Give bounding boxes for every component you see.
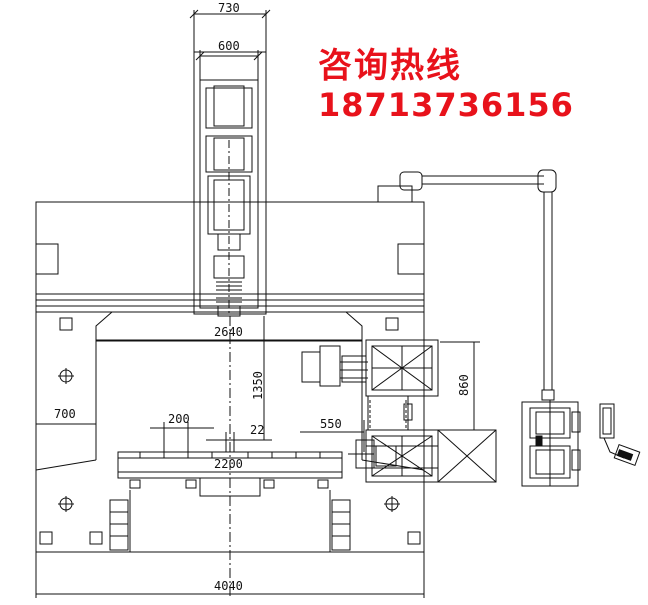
vertical-column (193, 51, 267, 317)
dim-550 (300, 420, 365, 452)
dim-22 (206, 432, 272, 452)
cable-pipe (399, 169, 557, 401)
dim-label-550: 550 (320, 417, 342, 431)
dim-label-600: 600 (218, 39, 240, 53)
dim-label-700: 700 (54, 407, 76, 421)
dim-label-2200: 2200 (214, 457, 243, 471)
gripper-detail (599, 403, 641, 466)
crossbeam (35, 185, 425, 313)
hotline-title: 咨询热线 (318, 46, 462, 86)
dimension-labels: 730 600 2640 1350 700 200 22 2200 550 86… (54, 1, 471, 593)
dim-860 (440, 341, 480, 431)
dim-label-22: 22 (250, 423, 264, 437)
dim-2640 (96, 316, 362, 345)
dim-label-860: 860 (457, 374, 471, 396)
dim-label-4040: 4040 (214, 579, 243, 593)
dim-600 (195, 50, 263, 80)
dim-label-2640: 2640 (214, 325, 243, 339)
tool-magazine (365, 339, 497, 483)
dim-200 (150, 422, 214, 452)
dim-label-200: 200 (168, 412, 190, 426)
tool-changer-arm (301, 345, 397, 469)
hotline-phone: 18713736156 (318, 86, 574, 124)
dim-730 (189, 9, 271, 52)
magazine-side-view (521, 400, 581, 487)
dim-label-730: 730 (218, 1, 240, 15)
dim-label-1350: 1350 (251, 371, 265, 400)
